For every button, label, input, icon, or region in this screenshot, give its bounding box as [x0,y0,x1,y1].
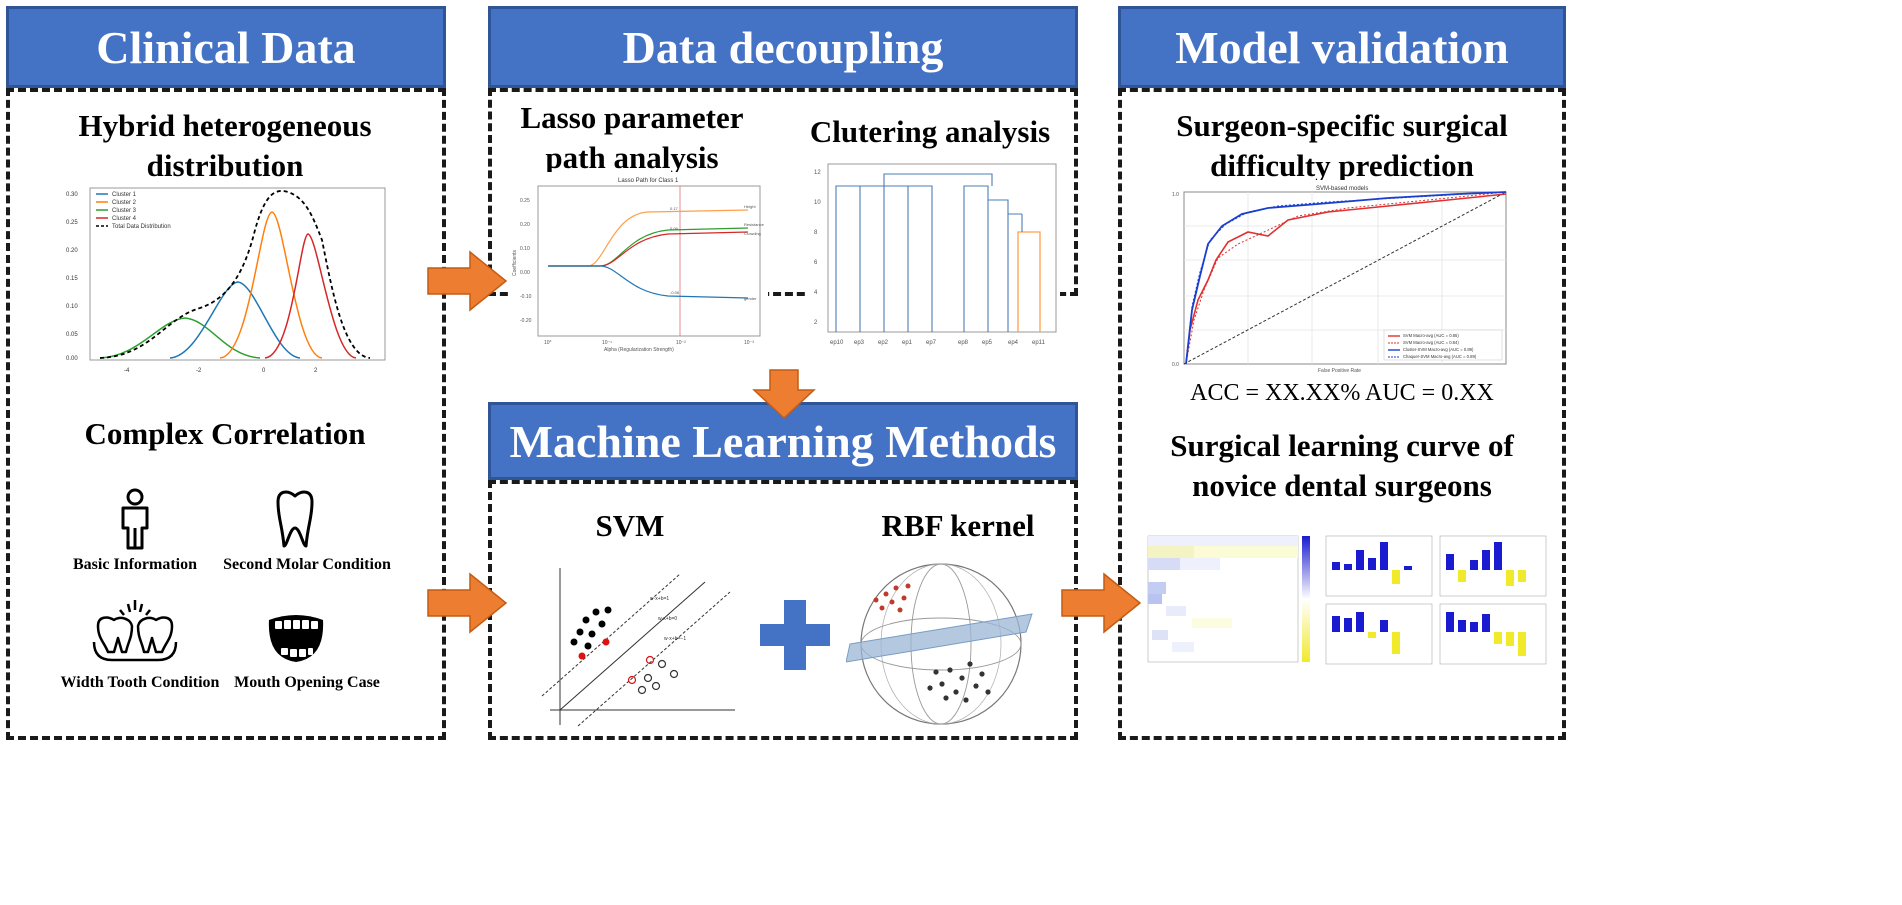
clinical-data-header: Clinical Data [6,6,446,88]
svg-text:Cluster-SVM Macro-avg (AUC = 0: Cluster-SVM Macro-avg (AUC = 0.89) [1403,347,1474,352]
svg-text:ep5: ep5 [982,340,993,346]
svg-text:0.10: 0.10 [520,246,530,252]
svg-text:0.0: 0.0 [1172,362,1179,368]
svg-text:SVM Macro-avg (AUC = 0.84): SVM Macro-avg (AUC = 0.84) [1403,340,1459,345]
svg-text:Total Data Distribution: Total Data Distribution [112,224,171,230]
arrow-right-top [426,250,508,312]
lasso-path-plot: Lasso Path for Class 1 0.25 0.20 0.10 0.00… [508,172,768,354]
svm-diagram: w·x+b=1 w·x+b=0 w·x+b=−1 [530,560,740,730]
svg-text:Coefficients: Coefficients [512,249,518,276]
svg-text:ep3: ep3 [854,340,865,346]
svg-text:10⁻²: 10⁻² [676,340,686,346]
svg-text:0.05: 0.05 [66,332,78,338]
svg-text:0.20: 0.20 [520,222,530,228]
svg-text:Cluster 3: Cluster 3 [112,208,137,214]
svg-text:2: 2 [314,368,318,374]
svg-text:0.00: 0.00 [520,270,530,276]
svg-text:10⁻¹: 10⁻¹ [602,340,612,346]
svg-text:ep4: ep4 [1008,340,1019,346]
svg-text:10: 10 [814,200,821,206]
svg-text:ep10: ep10 [830,340,844,346]
data-decoupling-panel [488,88,1078,296]
second-molar-condition-label: Second Molar Condition [223,556,391,573]
arrow-right-bottom [426,572,508,634]
svg-text:Alpha (Regularization Strength: Alpha (Regularization Strength) [604,347,674,353]
metrics-text: ACC = XX.XX% AUC = 0.XX [1190,380,1494,406]
svg-text:10°: 10° [544,340,552,346]
tooth-icon [270,488,320,550]
svg-text:ep1: ep1 [902,340,913,346]
svg-text:0.30: 0.30 [66,192,78,198]
svg-text:Resistance: Resistance [744,222,765,227]
svg-text:Chaquer-SVM Macro-avg (AUC = 0: Chaquer-SVM Macro-avg (AUC = 0.89) [1403,354,1477,359]
svg-text:w·x+b=0: w·x+b=0 [658,616,677,622]
person-icon [110,488,160,550]
svg-text:w·x+b=1: w·x+b=1 [650,596,669,602]
svg-text:0.09: 0.09 [670,226,679,231]
roc-curve-plot: SVM-based models SVM Macro-avg (AUC = 0.… [1168,180,1514,375]
svg-text:0.15: 0.15 [66,276,78,282]
svg-text:0.10: 0.10 [66,304,78,310]
svg-text:ep7: ep7 [926,340,937,346]
svg-text:ep2: ep2 [878,340,889,346]
prediction-title: Surgeon-specific surgical difficulty pre… [1176,108,1508,183]
arrow-right-validation [1060,572,1142,634]
clustering-title: Clutering analysis [809,114,1051,149]
model-validation-panel [1118,88,1566,740]
svg-text:Crowding: Crowding [744,231,761,236]
rbf-kernel-diagram [845,552,1036,734]
svg-text:12: 12 [814,170,821,176]
svg-text:Lasso Path for Class 1: Lasso Path for Class 1 [618,178,679,184]
svg-text:SVM Macro-avg (AUC = 0.85): SVM Macro-avg (AUC = 0.85) [1403,333,1459,338]
lasso-title: Lasso parameter path analysis [520,100,744,175]
gaussian-mixture-plot: 0.30 0.25 0.20 0.15 0.10 0.05 0.00 -4 -2 0 2 Cl… [60,180,390,375]
svg-text:2: 2 [814,320,818,326]
svg-text:-0.06: -0.06 [670,290,680,295]
svg-text:-0.10: -0.10 [520,294,532,300]
svg-text:0.25: 0.25 [66,220,78,226]
svg-text:gender: gender [744,296,757,301]
svg-text:ep8: ep8 [958,340,969,346]
svg-text:10⁻³: 10⁻³ [744,340,754,346]
svg-text:1.0: 1.0 [1172,192,1179,198]
svg-text:0: 0 [262,368,266,374]
svg-text:False Positive Rate: False Positive Rate [1318,368,1361,374]
distribution-title: Hybrid heterogeneous distribution [78,108,372,183]
svm-title: SVM [595,508,665,543]
svg-text:8: 8 [814,230,818,236]
svg-text:Cluster 1: Cluster 1 [112,192,137,198]
svg-text:4: 4 [814,290,818,296]
svg-text:SVM-based models: SVM-based models [1316,186,1368,192]
data-decoupling-header: Data decoupling [488,6,1078,88]
svg-text:Cluster 2: Cluster 2 [112,200,137,206]
mouth-opening-case-label: Mouth Opening Case [234,674,380,691]
width-tooth-condition-label: Width Tooth Condition [60,674,220,691]
svg-text:0.20: 0.20 [66,248,78,254]
learning-curve-title: Surgical learning curve of novice dental… [1170,428,1514,503]
svg-text:0.17: 0.17 [670,206,679,211]
svg-text:-4: -4 [124,368,130,374]
dendrogram-plot: ep10 ep3 ep2 ep1 ep7 ep8 ep5 ep4 ep11 12 10 8 6 4… [808,160,1060,354]
rbf-kernel-title: RBF kernel [881,508,1035,543]
svg-text:-2: -2 [196,368,202,374]
svg-text:6: 6 [814,260,818,266]
basic-information-label: Basic Information [73,556,197,573]
plus-icon [758,598,832,672]
correlation-title: Complex Correlation [84,416,366,451]
open-mouth-icon [265,612,327,664]
svg-text:Height: Height [744,204,756,209]
svg-text:-0.20: -0.20 [520,318,532,324]
learning-curve-figure [1132,528,1554,674]
model-validation-header: Model validation [1118,6,1566,88]
teeth-row-icon [92,598,178,662]
svg-text:ep11: ep11 [1032,340,1046,346]
svg-text:w·x+b=−1: w·x+b=−1 [664,636,686,642]
clinical-data-panel [6,88,446,740]
arrow-down-middle [752,368,816,420]
svg-text:0.25: 0.25 [520,198,530,204]
svg-text:Cluster 4: Cluster 4 [112,216,137,222]
svg-text:0.00: 0.00 [66,356,78,362]
